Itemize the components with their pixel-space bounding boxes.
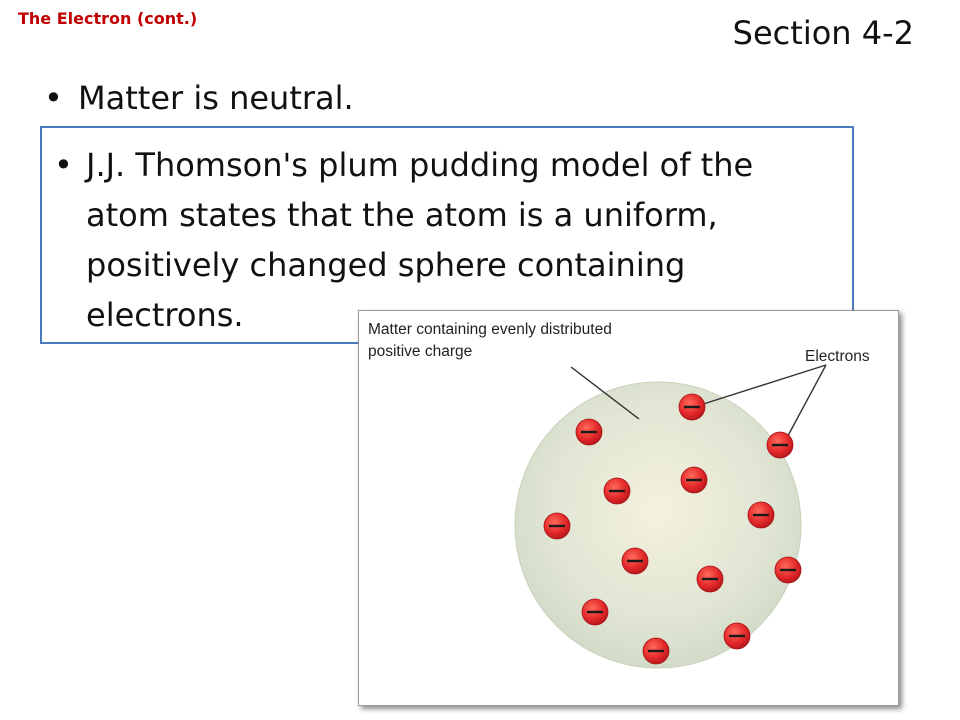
plum-pudding-diagram (514, 364, 827, 669)
minus-sign-icon (753, 513, 769, 517)
electron-icon (680, 466, 708, 494)
minus-sign-icon (549, 524, 565, 528)
electron-icon (642, 637, 670, 665)
electron-icon (621, 547, 649, 575)
electron-icon (747, 501, 775, 529)
electron-icon (723, 622, 751, 650)
electron-icon (696, 565, 724, 593)
slide-header-title: The Electron (cont.) (18, 9, 198, 28)
highlight-box (40, 126, 854, 344)
minus-sign-icon (609, 489, 625, 493)
minus-sign-icon (684, 405, 700, 409)
electron-icon (575, 418, 603, 446)
electron-icon (766, 431, 794, 459)
pointer-line-matter (570, 366, 640, 420)
section-label: Section 4-2 (732, 14, 914, 52)
electron-icon (581, 598, 609, 626)
minus-sign-icon (772, 443, 788, 447)
electron-icon (603, 477, 631, 505)
label-positive-matter: Matter containing evenly distributed pos… (368, 321, 612, 360)
positive-sphere (514, 381, 802, 669)
minus-sign-icon (587, 610, 603, 614)
plum-pudding-figure: Matter containing evenly distributed pos… (358, 310, 899, 706)
bullet-symbol: • (44, 79, 63, 117)
bullet-symbol: • (54, 146, 73, 184)
minus-sign-icon (686, 478, 702, 482)
bullet-item: • J.J. Thomson's plum pudding model of t… (54, 140, 844, 340)
minus-sign-icon (702, 577, 718, 581)
electron-icon (543, 512, 571, 540)
electron-icon (774, 556, 802, 584)
minus-sign-icon (648, 649, 664, 653)
pointer-line-electron-1 (693, 364, 827, 408)
electron-icon (678, 393, 706, 421)
minus-sign-icon (581, 430, 597, 434)
minus-sign-icon (780, 568, 796, 572)
minus-sign-icon (729, 634, 745, 638)
pointer-line-electron-2 (782, 364, 827, 446)
bullet-text: Matter is neutral. (78, 79, 354, 117)
label-electrons: Electrons (805, 348, 870, 365)
electrons-group (543, 393, 802, 665)
minus-sign-icon (627, 559, 643, 563)
bullet-text: J.J. Thomson's plum pudding model of the… (86, 146, 754, 334)
bullet-item: • Matter is neutral. (44, 78, 354, 118)
